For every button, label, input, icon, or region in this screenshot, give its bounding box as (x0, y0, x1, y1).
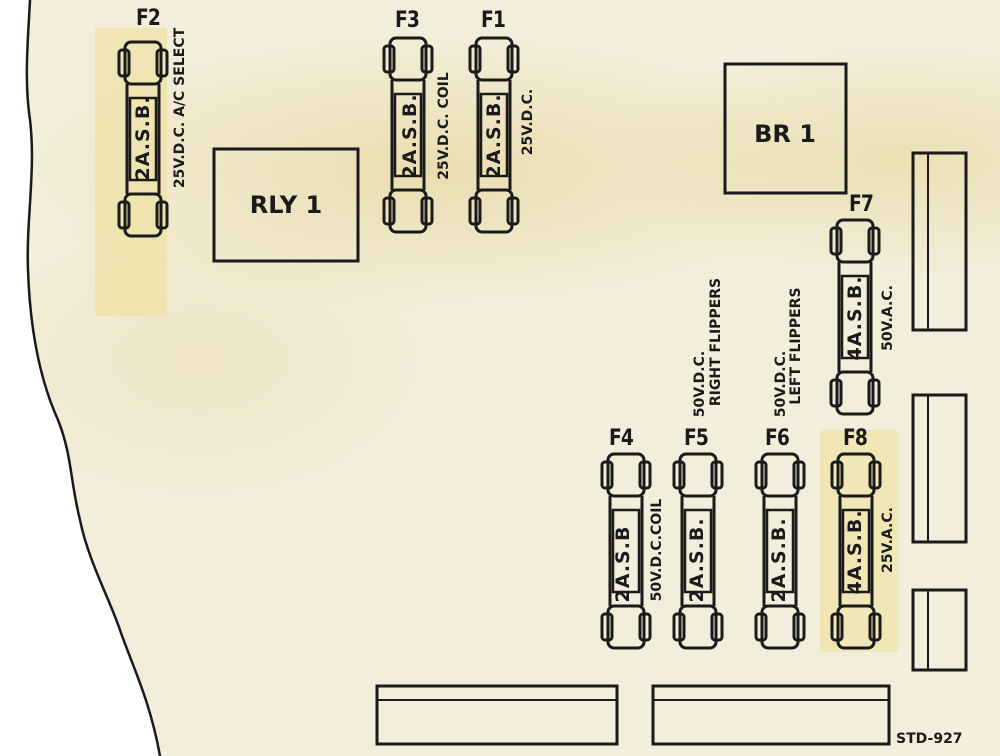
fuse-f3-voltage: 25V.D.C. COIL (436, 72, 452, 180)
document-code: STD-927 (896, 731, 963, 747)
connector-bottom-2 (651, 684, 891, 746)
fuse-f2-voltage: 25V.D.C. A/C SELECT (172, 27, 188, 189)
fuse-f6-name: F6 (765, 426, 790, 451)
fuse-f2-rating: 2A.S.B. (132, 95, 154, 181)
fuse-f8-name: F8 (843, 426, 868, 451)
bridge-label: BR 1 (754, 120, 816, 148)
connector-right-2 (911, 393, 968, 544)
fuse-f4-name: F4 (609, 426, 634, 451)
bridge-box (723, 62, 848, 195)
fuse-f4-rating: 2A.S.B (612, 525, 634, 603)
fuse-f4-holder (600, 452, 652, 650)
relay-box (212, 147, 360, 263)
fuse-f1-voltage: 25V.D.C. (520, 88, 536, 156)
fuse-f7-name: F7 (849, 192, 874, 217)
fuse-f6-rating: 2A.S.B. (768, 517, 790, 603)
connector-right-3 (911, 588, 968, 672)
fuse-f3-name: F3 (395, 8, 420, 33)
fuse-f6-holder (754, 452, 806, 650)
connector-right-1 (911, 151, 968, 332)
fuse-f2-name: F2 (136, 6, 161, 31)
fuse-f7-holder (829, 218, 881, 416)
fuse-f8-rating: 4A.S.B. (844, 509, 866, 595)
fuse-f3-rating: 2A.S.B. (399, 93, 421, 179)
fuse-f1-rating: 2A.S.B. (483, 93, 505, 179)
fuse-f5-function: RIGHT FLIPPERS (708, 277, 724, 407)
fuse-f5-voltage: 50V.D.C. (692, 350, 708, 418)
fuse-f2-holder (117, 40, 169, 238)
fuse-f1-name: F1 (481, 8, 506, 33)
fuse-f5-holder (672, 452, 724, 650)
fuse-f1-holder (468, 36, 520, 234)
fuse-f6-voltage: 50V.D.C. (773, 350, 789, 418)
fuse-f7-voltage: 50V.A.C. (880, 285, 896, 351)
fuse-f5-rating: 2A.S.B. (686, 517, 708, 603)
fuse-f8-voltage: 25V.A.C. (880, 507, 896, 573)
fuse-f5-name: F5 (684, 426, 709, 451)
fuse-f3-holder (382, 36, 434, 234)
fuse-f8-holder (830, 452, 882, 650)
fuse-f7-rating: 4A.S.B. (844, 275, 866, 361)
connector-bottom-1 (375, 684, 619, 746)
fuse-f6-function: LEFT FLIPPERS (788, 287, 804, 405)
relay-label: RLY 1 (249, 191, 323, 219)
fuse-f4-voltage: 50V.D.C.COIL (649, 498, 665, 602)
torn-edge (0, 0, 160, 756)
